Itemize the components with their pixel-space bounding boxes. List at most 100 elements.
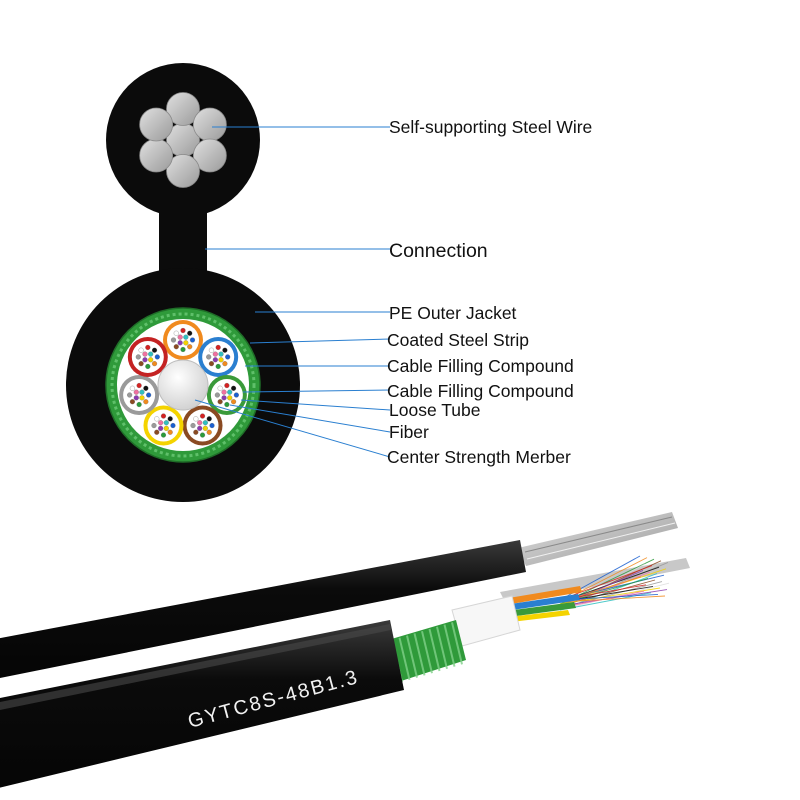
- filling-wrap: [451, 595, 521, 647]
- exposed-steel-wire: [518, 512, 678, 566]
- fiber: [218, 351, 224, 357]
- steel-strip-ridge: [398, 637, 411, 681]
- label-filling-1: Cable Filling Compound: [387, 356, 574, 376]
- label-connection: Connection: [389, 240, 488, 262]
- label-fiber: Fiber: [389, 422, 429, 442]
- fiber: [212, 351, 218, 357]
- fiber: [142, 357, 148, 363]
- leader-filling-2: [242, 389, 391, 393]
- loose-tube-yellow: [501, 610, 570, 623]
- fiber: [224, 382, 230, 389]
- fiber: [197, 425, 203, 431]
- loose-tube-green: [499, 602, 576, 618]
- fiber: [163, 425, 169, 431]
- fiber: [225, 354, 231, 360]
- loose-tube-orange: [497, 586, 582, 606]
- steel-strip-ridge: [436, 626, 448, 670]
- fiber: [135, 354, 141, 360]
- fiber: [138, 347, 144, 353]
- fiber: [177, 334, 183, 340]
- fiber: [206, 429, 212, 435]
- fiber: [173, 330, 179, 336]
- label-steel-strip: Coated Steel Strip: [387, 330, 529, 350]
- fiber: [167, 416, 173, 422]
- steel-strip-edge: [105, 307, 261, 463]
- label-center-member: Center Strength Merber: [387, 447, 571, 467]
- loose-tubes: [119, 320, 247, 446]
- fiber: [148, 351, 154, 357]
- main-jacket-side: [0, 620, 404, 788]
- main-jacket-highlight: [0, 624, 391, 710]
- loose-tube-bundle: [497, 586, 582, 623]
- fiber: [163, 420, 169, 426]
- cross-section: [66, 63, 300, 502]
- fiber: [193, 416, 199, 422]
- fiber: [170, 422, 176, 429]
- fiber: [151, 361, 158, 367]
- messenger-jacket-side: [0, 540, 526, 678]
- labels: Self-supporting Steel Wire Connection PE…: [387, 117, 592, 467]
- fiber: [221, 389, 227, 395]
- fiber: [212, 357, 218, 363]
- fiber: [151, 347, 158, 353]
- steel-wire-strand: [139, 138, 174, 173]
- fiber: [148, 357, 154, 363]
- fiber: [222, 361, 228, 367]
- fiber: [177, 340, 183, 346]
- fiber: [231, 399, 237, 405]
- fiber: [206, 416, 212, 422]
- fiber: [146, 392, 152, 398]
- steel-strip-ridge: [406, 635, 418, 678]
- fiber-strand: [559, 595, 666, 603]
- leader-fiber: [229, 404, 391, 433]
- fiber: [133, 389, 139, 395]
- leader-lines: [194, 126, 391, 458]
- fiber: [183, 334, 189, 340]
- fiber: [173, 344, 179, 350]
- fiber: [208, 347, 215, 353]
- fiber: [202, 420, 208, 426]
- fiber: [202, 425, 208, 431]
- fiber: [158, 425, 164, 431]
- label-steel-wire: Self-supporting Steel Wire: [389, 117, 592, 137]
- fiber: [215, 344, 221, 350]
- fiber: [154, 354, 160, 360]
- fiber: [227, 389, 233, 395]
- fiber: [139, 395, 145, 401]
- fiber: [129, 385, 135, 391]
- fiber: [180, 346, 186, 353]
- fiber: [143, 385, 149, 391]
- fiber: [224, 401, 230, 408]
- fiber: [217, 399, 223, 405]
- steel-wire-strand: [166, 92, 200, 126]
- fiber-strand: [559, 589, 668, 607]
- fiber: [127, 392, 133, 398]
- fiber: [143, 399, 149, 405]
- label-loose-tube: Loose Tube: [389, 400, 480, 420]
- steel-strip-ridge: [413, 633, 426, 676]
- fiber: [189, 337, 196, 343]
- fiber: [190, 422, 196, 429]
- fiber: [136, 382, 142, 389]
- fiber-strand: [559, 565, 653, 601]
- fiber: [187, 330, 193, 336]
- fiber: [208, 361, 215, 367]
- steel-wire-strand: [192, 107, 227, 142]
- cable-side-view: GYTC8S-48B1.3: [0, 512, 690, 788]
- fiber: [209, 422, 215, 429]
- fiber: [167, 429, 173, 435]
- steel-wire-strand: [166, 154, 200, 188]
- fiber: [215, 363, 221, 369]
- fiber: [142, 351, 148, 357]
- fiber: [227, 395, 233, 401]
- fiber: [214, 392, 220, 398]
- fiber: [151, 422, 157, 429]
- fiber: [139, 389, 145, 395]
- steel-wire-strand: [192, 138, 227, 173]
- center-strength-member: [157, 359, 209, 411]
- steel-wire-strands: [139, 92, 227, 188]
- steel-wire-strand: [139, 107, 174, 142]
- fiber: [199, 432, 206, 438]
- steel-strip-ridge: [451, 622, 463, 665]
- fiber: [197, 420, 203, 426]
